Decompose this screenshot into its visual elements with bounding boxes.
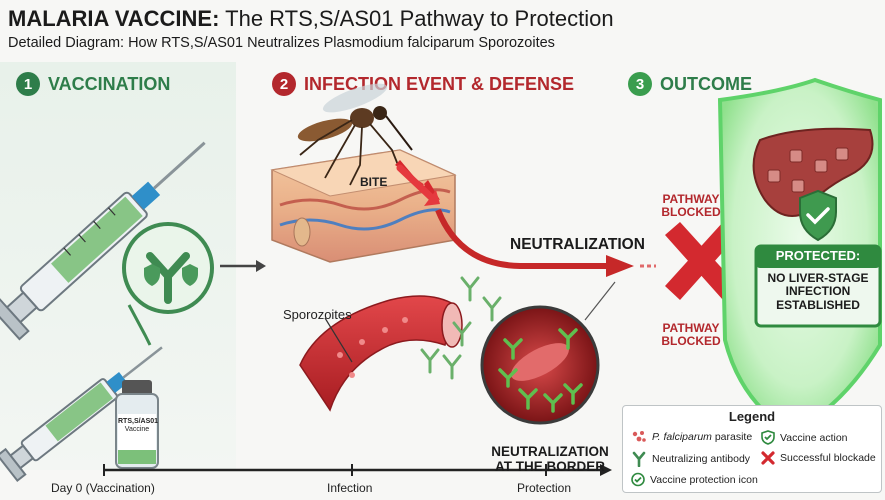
- arrow-icon: [220, 260, 266, 272]
- liver-icon: [752, 127, 874, 217]
- page-subtitle: Detailed Diagram: How RTS,S/AS01 Neutral…: [8, 35, 555, 51]
- legend-text: parasite: [711, 431, 753, 443]
- antibody-icon: [420, 276, 502, 380]
- vial-label: RTS,S/AS01 Vaccine: [118, 418, 159, 434]
- pathway-blocked-label-bottom: PATHWAY BLOCKED: [661, 321, 721, 349]
- legend-item-vaccine-action: Vaccine action: [761, 430, 848, 445]
- mosquito-icon: [297, 83, 413, 186]
- vial-name: RTS,S/AS01: [118, 418, 159, 425]
- red-x-icon: [761, 451, 775, 465]
- protected-title: PROTECTED:: [775, 248, 861, 263]
- parasite-icon: [632, 431, 646, 442]
- neutralization-border-label: NEUTRALIZATION AT THE BORDER: [491, 444, 609, 475]
- neutralization-zoom-icon: [480, 281, 616, 425]
- sporozoites-label: Sporozoites: [283, 307, 352, 322]
- timeline-axis: [103, 464, 612, 476]
- legend-item-protection: Vaccine protection icon: [631, 472, 758, 487]
- bite-label: BITE: [360, 175, 388, 189]
- shield-check-icon: [761, 430, 775, 445]
- step-outcome: 3 OUTCOME: [628, 72, 752, 96]
- step-number: 1: [16, 72, 40, 96]
- legend: Legend P. falciparum parasite Vaccine ac…: [622, 405, 882, 493]
- step-number: 3: [628, 72, 652, 96]
- blood-vessel-icon: [299, 295, 463, 412]
- legend-italic: P. falciparum: [652, 431, 712, 443]
- pathway-blocked-label-top: PATHWAY BLOCKED: [661, 192, 721, 220]
- timeline-tick-infection: Infection: [327, 481, 373, 495]
- legend-item-parasite: P. falciparum parasite: [631, 430, 752, 444]
- neutralization-label: NEUTRALIZATION: [510, 236, 645, 253]
- timeline-tick-protection: Protection: [517, 481, 572, 495]
- legend-text: Successful blockade: [780, 452, 876, 464]
- legend-item-blockade: Successful blockade: [761, 451, 876, 465]
- antibody-badge: [122, 222, 214, 346]
- legend-title: Legend: [728, 409, 776, 424]
- step-label: OUTCOME: [660, 73, 752, 94]
- shield-check-icon: [799, 189, 837, 242]
- step-number: 2: [272, 72, 296, 96]
- skin-tissue-icon: [270, 149, 457, 263]
- legend-text: Vaccine action: [780, 431, 848, 444]
- red-x-icon: [665, 222, 738, 300]
- protection-icon: [631, 472, 645, 487]
- legend-item-antibody: Neutralizing antibody: [631, 451, 750, 467]
- step-vaccination: 1 VACCINATION: [16, 72, 170, 96]
- step-label: VACCINATION: [48, 73, 171, 94]
- protected-body: NO LIVER-STAGE INFECTION ESTABLISHED: [767, 271, 869, 312]
- legend-text: Vaccine protection icon: [650, 473, 758, 486]
- timeline-tick-day0: Day 0 (Vaccination): [51, 481, 155, 495]
- syringe-icon: [0, 141, 206, 341]
- vial-sub: Vaccine: [124, 425, 150, 433]
- legend-text: Neutralizing antibody: [652, 453, 751, 465]
- bite-arrow-icon: [395, 160, 440, 206]
- syringe-icon: [0, 346, 163, 483]
- page-title: MALARIA VACCINE: The RTS,S/AS01 Pathway …: [8, 6, 614, 31]
- vaccine-vial-icon: [115, 380, 159, 469]
- antibody-icon: [632, 451, 646, 467]
